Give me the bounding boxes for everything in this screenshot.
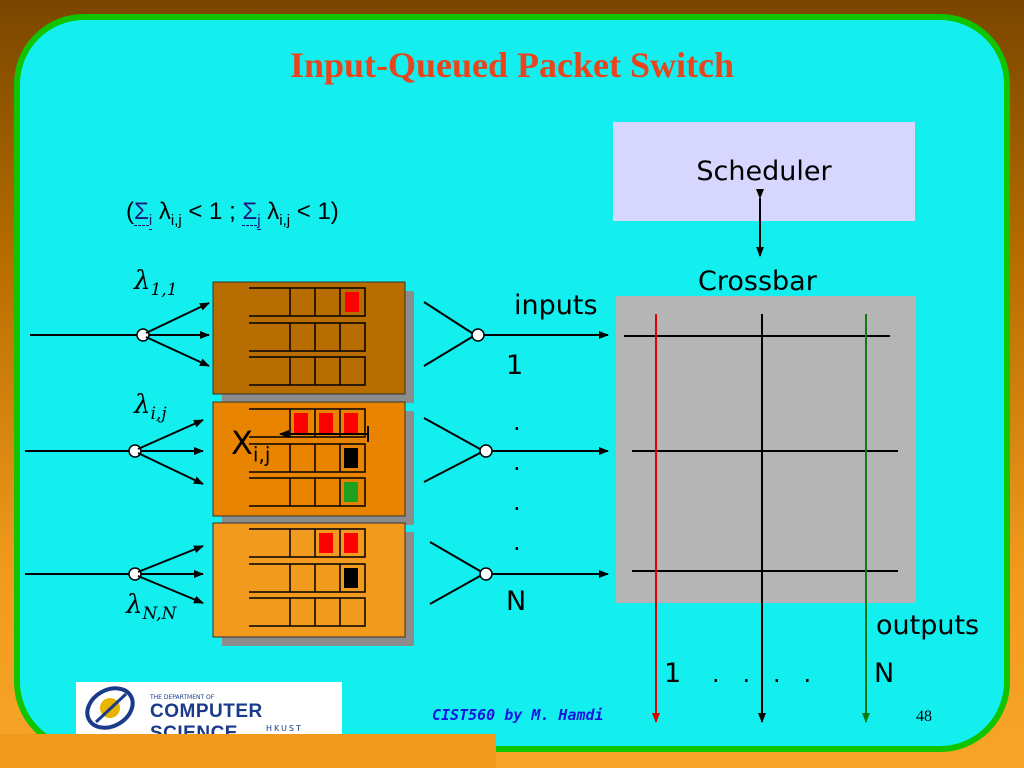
packet-red <box>294 413 308 433</box>
logo-dept-text: THE DEPARTMENT OF <box>150 694 215 701</box>
slide-title: Input-Queued Packet Switch <box>289 45 735 85</box>
scheduler-box: Scheduler <box>613 122 915 221</box>
crossbar-label: Crossbar <box>698 266 817 297</box>
packet-green <box>344 482 358 502</box>
scheduler-label: Scheduler <box>696 156 832 187</box>
rate-constraint-formula: (Σi λi,j < 1 ; Σj λi,j < 1) <box>126 198 339 230</box>
output-index-first: 1 <box>664 658 682 689</box>
page-number: 48 <box>916 708 932 725</box>
input-index-first: 1 <box>506 350 524 381</box>
packet-red <box>344 533 358 553</box>
input-row-i <box>25 401 609 525</box>
lambda-label-i-j: λi,j <box>134 390 167 425</box>
packet-black <box>344 448 358 468</box>
inputs-label: inputs <box>514 290 598 321</box>
packet-black <box>344 568 358 588</box>
lambda-label-1-1: λ1,1 <box>134 266 178 301</box>
output-dots: . . . . <box>712 660 812 688</box>
input-row-1 <box>30 281 609 403</box>
input-dots: .... <box>513 408 521 556</box>
packet-red <box>345 292 359 312</box>
packet-red <box>319 413 333 433</box>
input-index-last: N <box>506 586 527 617</box>
input-row-n <box>25 522 609 646</box>
packet-red <box>344 413 358 433</box>
department-logo: THE DEPARTMENT OF COMPUTER SCIENCE HKUST <box>76 682 342 744</box>
slide-footer: CIST560 by M. Hamdi <box>432 706 604 724</box>
output-index-last: N <box>874 658 895 689</box>
bottom-bar <box>0 734 496 768</box>
packet-red <box>319 533 333 553</box>
hkust-logo-icon <box>85 686 135 730</box>
outputs-label: outputs <box>876 610 980 641</box>
lambda-label-n-n: λN,N <box>126 590 177 625</box>
logo-school-text: HKUST <box>266 724 303 733</box>
queue-occupancy-label: Xi,j <box>231 424 271 467</box>
